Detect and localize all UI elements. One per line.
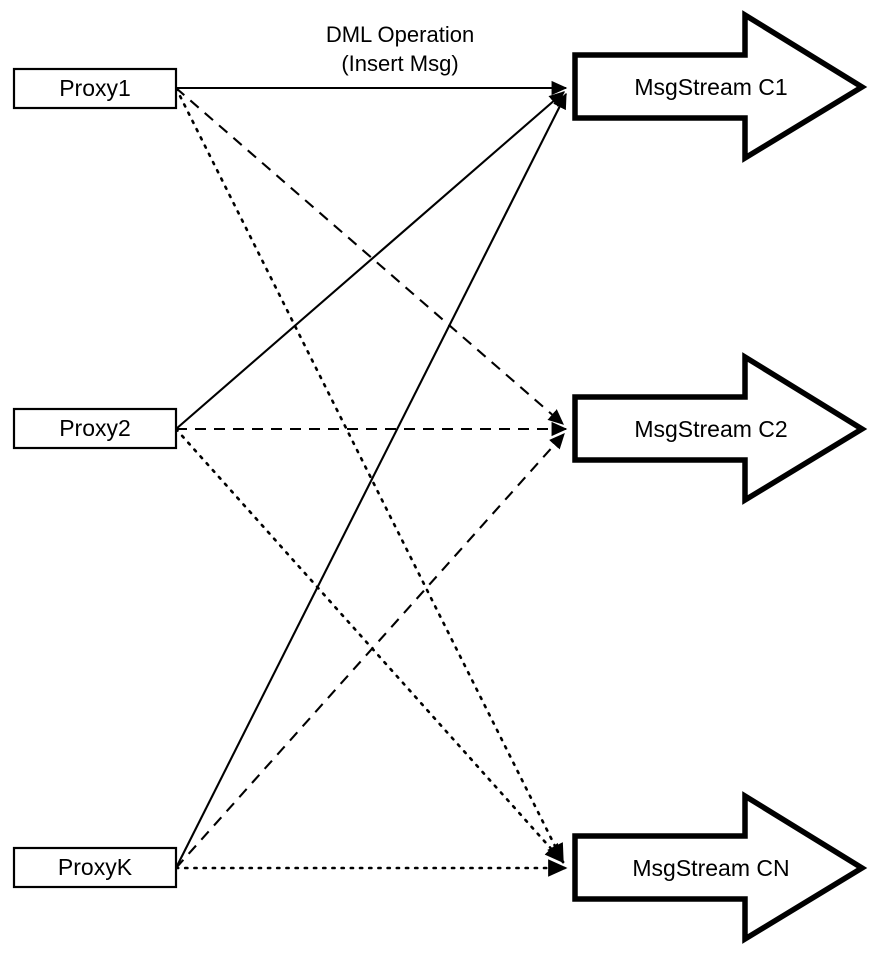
stream-c2-arrow-shape[interactable] <box>572 352 868 505</box>
proxy2-label: Proxy2 <box>59 415 131 441</box>
proxy2-box[interactable] <box>12 407 178 450</box>
edge-proxy2-to-stream-cn <box>174 427 565 864</box>
stream-node-c2[interactable]: MsgStream C2 <box>572 352 868 505</box>
stream-node-c1[interactable]: MsgStream C1 <box>572 10 868 163</box>
proxyk-label: ProxyK <box>58 854 133 880</box>
stream-c1-arrow-shape[interactable] <box>572 10 868 163</box>
edge-proxy1-to-stream-c2 <box>175 87 564 425</box>
proxy-node-proxyk[interactable]: ProxyK <box>12 846 178 889</box>
stream-c1-label: MsgStream C1 <box>634 74 787 100</box>
proxy-node-proxy2[interactable]: Proxy2 <box>12 407 178 450</box>
proxyk-box[interactable] <box>12 846 178 889</box>
edge-caption-line2: (Insert Msg) <box>341 51 458 76</box>
edge-group-proxyk <box>174 92 568 877</box>
edge-proxyk-to-stream-c1 <box>175 92 567 869</box>
edge-proxyk-to-stream-c2 <box>175 433 565 869</box>
stream-cn-label: MsgStream CN <box>632 855 789 881</box>
edge-group-proxy1 <box>174 80 568 864</box>
stream-c2-label: MsgStream C2 <box>634 416 787 442</box>
edge-proxy1-to-stream-cn <box>174 86 565 864</box>
stream-node-cn[interactable]: MsgStream CN <box>572 791 868 944</box>
edge-caption-dml-operation: DML Operation (Insert Msg) <box>326 22 474 76</box>
proxy1-label: Proxy1 <box>59 75 131 101</box>
proxy1-box[interactable] <box>12 67 178 110</box>
proxy-node-proxy1[interactable]: Proxy1 <box>12 67 178 110</box>
edge-group-proxy2 <box>174 91 568 864</box>
edge-caption-line1: DML Operation <box>326 22 474 47</box>
edge-proxy2-to-stream-c1 <box>175 91 565 430</box>
stream-cn-arrow-shape[interactable] <box>572 791 868 944</box>
